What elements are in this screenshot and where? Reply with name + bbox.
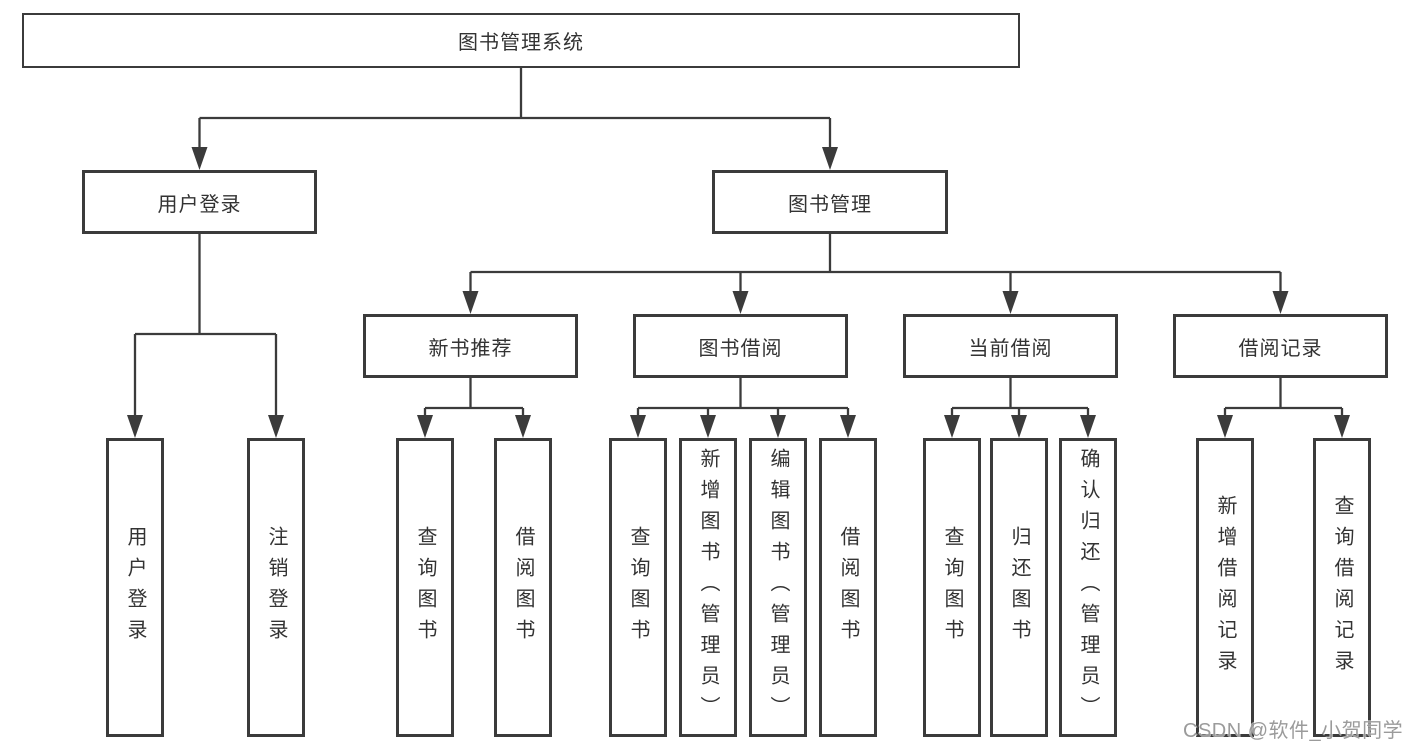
node-borrowing-records: 借阅记录 (1173, 314, 1388, 378)
node-label: 图书管理系统 (458, 32, 584, 54)
leaf-label: 新增图书（管理员） (697, 448, 719, 727)
leaf-label: 借阅图书 (837, 525, 859, 650)
leaf-edit-book-admin: 编辑图书（管理员） (749, 438, 807, 737)
leaf-label: 新增借阅记录 (1214, 494, 1236, 681)
node-book-borrowing: 图书借阅 (633, 314, 848, 378)
leaf-label: 注销登录 (265, 525, 287, 650)
leaf-label: 确认归还（管理员） (1077, 448, 1099, 727)
leaf-label: 查询图书 (627, 525, 649, 650)
leaf-query-books-recommend: 查询图书 (396, 438, 454, 737)
leaf-query-books-current: 查询图书 (923, 438, 981, 737)
watermark-text: CSDN @软件_小贺同学 (1183, 720, 1404, 742)
node-label: 借阅记录 (1238, 337, 1323, 360)
leaf-label: 查询图书 (414, 525, 436, 650)
node-user-login: 用户登录 (82, 170, 317, 234)
leaf-query-books-borrowing: 查询图书 (609, 438, 667, 737)
node-current-borrowing: 当前借阅 (903, 314, 1118, 378)
leaf-borrow-books-recommend: 借阅图书 (494, 438, 552, 737)
node-root-library-management-system: 图书管理系统 (22, 13, 1020, 68)
leaf-logout: 注销登录 (247, 438, 305, 737)
leaf-return-book: 归还图书 (990, 438, 1048, 737)
leaf-label: 查询图书 (941, 525, 963, 650)
leaf-label: 借阅图书 (512, 525, 534, 650)
leaf-label: 编辑图书（管理员） (767, 448, 789, 727)
node-label: 新书推荐 (428, 337, 513, 360)
leaf-confirm-return-admin: 确认归还（管理员） (1059, 438, 1117, 737)
leaf-label: 用户登录 (124, 525, 146, 650)
leaf-label: 查询借阅记录 (1331, 494, 1353, 681)
leaf-add-borrow-record: 新增借阅记录 (1196, 438, 1254, 737)
leaf-borrow-books-borrowing: 借阅图书 (819, 438, 877, 737)
node-book-management: 图书管理 (712, 170, 948, 234)
node-new-book-recommendation: 新书推荐 (363, 314, 578, 378)
leaf-user-login: 用户登录 (106, 438, 164, 737)
node-label: 当前借阅 (968, 337, 1053, 360)
node-label: 用户登录 (157, 193, 242, 216)
node-label: 图书管理 (788, 193, 872, 216)
leaf-label: 归还图书 (1008, 525, 1030, 650)
leaf-query-borrow-record: 查询借阅记录 (1313, 438, 1371, 737)
leaf-add-book-admin: 新增图书（管理员） (679, 438, 737, 737)
node-label: 图书借阅 (698, 337, 783, 360)
